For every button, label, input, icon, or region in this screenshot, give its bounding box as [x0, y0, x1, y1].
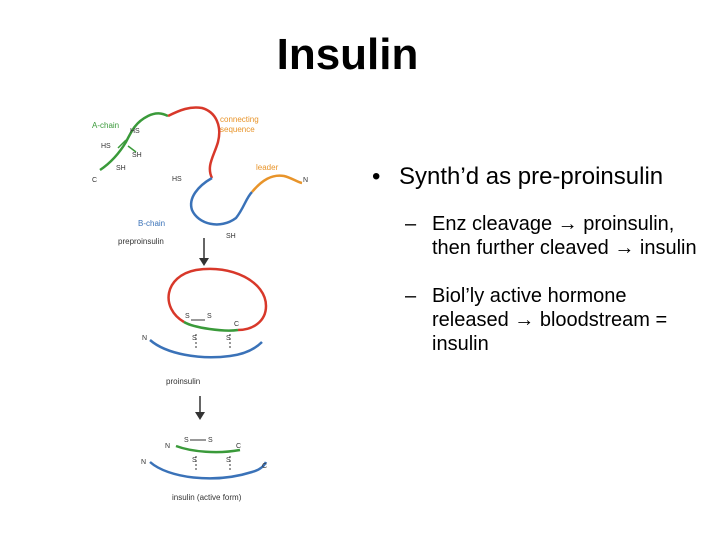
- s-label: S: [192, 457, 197, 464]
- hs-label-3: HS: [172, 176, 182, 183]
- proinsulin-label: proinsulin: [166, 377, 200, 386]
- s-label: S: [207, 313, 212, 320]
- s-label: S: [185, 313, 190, 320]
- slide-title: Insulin: [276, 30, 419, 79]
- n-terminal-label-3: N: [165, 443, 170, 450]
- a-chain-line: [183, 320, 239, 332]
- arrow-down-icon: [199, 238, 209, 266]
- bullet-item: • Synth’d as pre-proinsulin: [372, 162, 702, 191]
- a-chain-line: [175, 444, 241, 454]
- sh-label-2: SH: [116, 165, 126, 172]
- insulin-active-structure: S S S S N C N C insulin (active form): [141, 437, 268, 502]
- b-chain-line: [149, 461, 268, 480]
- dash-icon: –: [405, 213, 417, 235]
- s-label: S: [226, 335, 231, 342]
- s-label: S: [184, 437, 189, 444]
- stub-line: [127, 145, 137, 153]
- s-label: S: [226, 457, 231, 464]
- proinsulin-structure: S S S S C N proinsulin: [142, 267, 268, 386]
- bullet-dot-icon: •: [372, 163, 381, 190]
- b-chain-label: B-chain: [138, 219, 165, 228]
- b-chain-line: [189, 176, 253, 226]
- a-chain-label: A-chain: [92, 121, 119, 130]
- connecting-sequence-line: [167, 106, 221, 179]
- sub-bullet-item: – Biol’ly active hormone released → bloo…: [372, 284, 702, 356]
- hs-label-2: HS: [101, 143, 111, 150]
- connecting-label-line1: connecting: [220, 115, 259, 124]
- dash-icon: –: [405, 285, 417, 307]
- s-label: S: [192, 335, 197, 342]
- sub-bullet-text: Enz cleavage → proinsulin, then further …: [432, 213, 697, 259]
- c-terminal-label-1: C: [92, 177, 97, 184]
- sh-label-3: SH: [226, 233, 236, 240]
- sh-label-1: SH: [132, 152, 142, 159]
- preproinsulin-structure: A-chain connecting sequence leader B-cha…: [92, 106, 308, 246]
- b-chain-line: [149, 339, 263, 359]
- stub-line: [117, 139, 127, 149]
- hs-label-1: HS: [130, 128, 140, 135]
- leader-label: leader: [256, 163, 279, 172]
- c-terminal-label-2: C: [234, 321, 239, 328]
- sub-bullet-item: – Enz cleavage → proinsulin, then furthe…: [372, 212, 702, 260]
- c-terminal-label-3: C: [236, 443, 241, 450]
- preproinsulin-label: preproinsulin: [118, 237, 164, 246]
- sub-bullet-text: Biol’ly active hormone released → bloods…: [432, 285, 668, 355]
- a-chain-line: [99, 112, 169, 172]
- c-terminal-label-4: C: [262, 463, 267, 470]
- arrow-down-icon: [195, 396, 205, 420]
- leader-line: [251, 174, 303, 193]
- n-terminal-label-2: N: [142, 335, 147, 342]
- n-terminal-label-1: N: [303, 177, 308, 184]
- connecting-sequence-loop: [167, 267, 268, 332]
- bullet-text: Synth’d as pre-proinsulin: [399, 163, 664, 190]
- s-label: S: [208, 437, 213, 444]
- bullet-list: • Synth’d as pre-proinsulin – Enz cleava…: [372, 162, 702, 356]
- connecting-label-line2: sequence: [220, 125, 255, 134]
- insulin-active-label: insulin (active form): [172, 493, 242, 502]
- n-terminal-label-4: N: [141, 459, 146, 466]
